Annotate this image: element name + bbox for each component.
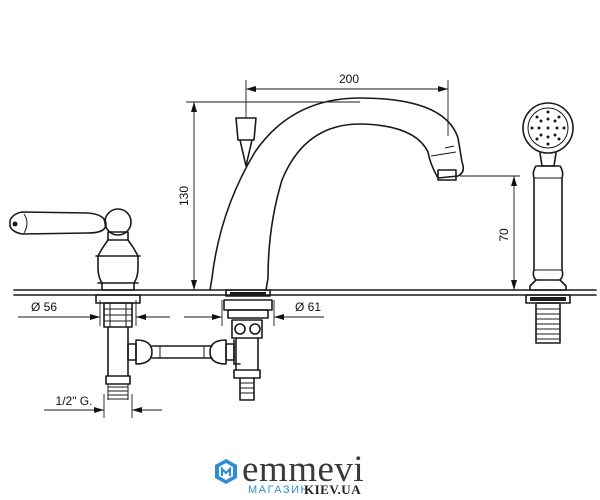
logo-site-label: KIEV.UA <box>304 482 362 497</box>
dimension-left-hole-diameter: Ø 56 <box>18 300 170 326</box>
spout <box>209 97 465 401</box>
hand-shower-height-label: 70 <box>497 228 511 242</box>
spout-height-label: 130 <box>177 186 191 206</box>
dimension-center-hole-diameter: Ø 61 <box>184 300 324 326</box>
emmevi-logo: emmevi МАГАЗИН KIEV.UA <box>212 449 382 498</box>
hand-shower <box>522 102 574 344</box>
dimension-hand-shower-height: 70 <box>460 175 520 290</box>
left-hole-diameter-label: Ø 56 <box>31 300 57 314</box>
center-hole-diameter-label: Ø 61 <box>295 300 321 314</box>
connection-thread-label: 1/2" G. <box>56 394 93 408</box>
dimension-spout-reach: 200 <box>245 72 449 136</box>
emmevi-logo-mark-icon <box>215 459 237 484</box>
spout-reach-label: 200 <box>339 72 359 86</box>
connection-hose <box>127 339 241 365</box>
dimension-connection-thread: 1/2" G. <box>44 394 162 418</box>
mixer-valve-left <box>9 208 141 400</box>
dimension-spout-height: 130 <box>177 101 360 290</box>
logo-shop-label: МАГАЗИН <box>248 484 310 496</box>
logo-brand-text: emmevi <box>242 449 365 490</box>
